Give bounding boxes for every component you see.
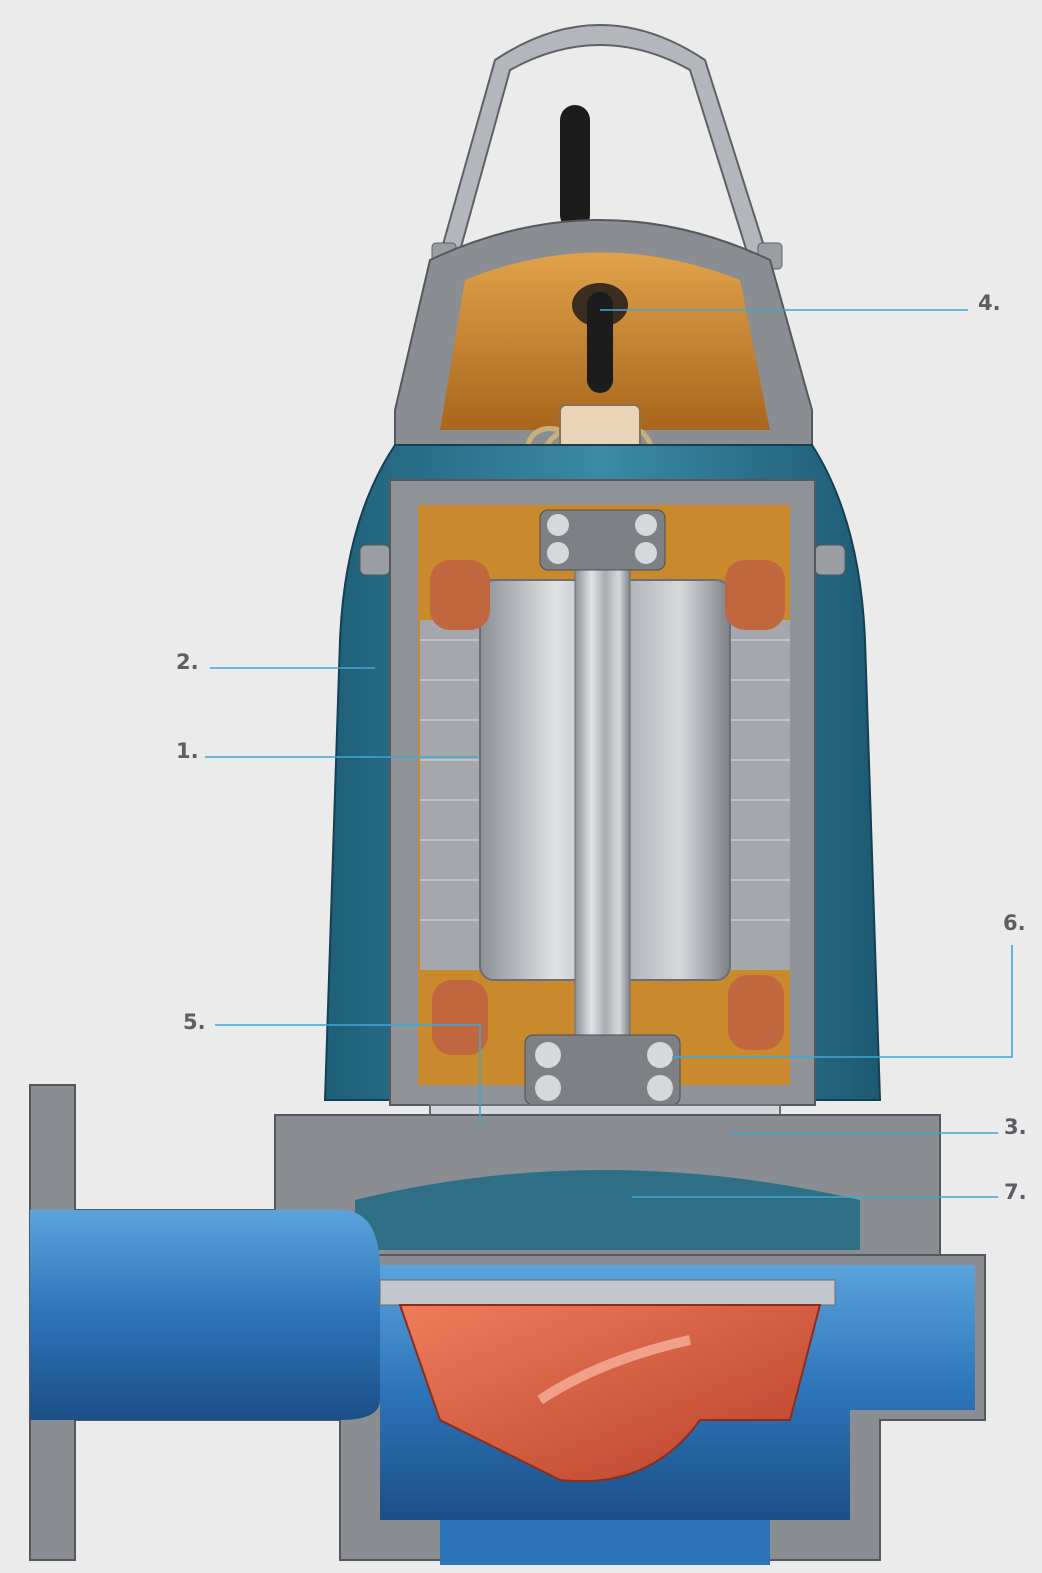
impeller-vane [537, 1335, 692, 1405]
callout-leader-lines [205, 309, 1013, 1198]
upper-bearing-ball [547, 514, 569, 536]
stator-winding-bottom-left [432, 980, 488, 1055]
callout-1: 1. [176, 739, 199, 763]
stator-winding-top-left [430, 560, 490, 630]
housing-screw-right [814, 544, 846, 576]
stator-winding-top-right [725, 560, 785, 630]
seal-housing-cavity [355, 1170, 860, 1250]
lower-bearing-ball [535, 1042, 561, 1068]
callout-5: 5. [183, 1010, 206, 1034]
housing-screw-left [359, 544, 391, 576]
leader-line-5 [215, 1024, 481, 1125]
upper-bearing [539, 509, 666, 571]
impeller-shroud [379, 1279, 836, 1306]
stator-winding-bottom-right [728, 975, 784, 1050]
callout-3: 3. [1004, 1115, 1027, 1139]
callout-7: 7. [1004, 1180, 1027, 1204]
callout-4: 4. [978, 291, 1001, 315]
callout-2: 2. [176, 650, 199, 674]
callout-6: 6. [1003, 911, 1026, 935]
suction-inlet [440, 1520, 770, 1565]
discharge-channel [30, 1210, 380, 1420]
leader-line-6 [672, 945, 1013, 1058]
impeller [398, 1304, 822, 1483]
